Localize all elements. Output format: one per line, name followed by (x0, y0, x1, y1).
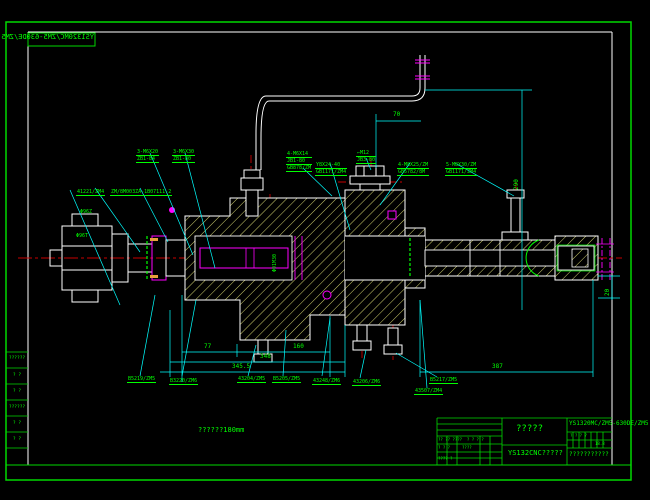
callout-part-left-1: 41221/ZM4 (76, 189, 106, 196)
bores (194, 235, 595, 281)
part-label: 43507/ZM4 (414, 388, 444, 395)
title-row-3: ???? (462, 445, 472, 450)
title-model-number: YS1320MC/ZM5-630DE/ZM5 (569, 420, 649, 427)
dim-70: 70 (393, 111, 401, 118)
title-drawing-code: YS132CNC????? (508, 449, 563, 457)
drawing-note: ??????180mm (198, 426, 245, 434)
shaft-end-details (525, 238, 614, 280)
revision-row: ? ? (12, 437, 22, 442)
title-row-2: ? ? ? (438, 445, 451, 450)
dia-label-mid: Φ96T (76, 233, 89, 239)
part-label: B5205/ZM5 (272, 376, 302, 383)
dim-20: 20 (604, 288, 611, 296)
revision-row: ?????? (8, 356, 26, 361)
part-label: 43204/ZM5 (237, 376, 267, 383)
dia-label-top: Φ96Z (80, 209, 93, 215)
title-company: ??????????? (569, 451, 609, 458)
oil-pipe (255, 55, 430, 170)
revision-table-grid (6, 351, 28, 449)
revision-row: ? ? (12, 389, 22, 394)
dim-348: 348 (260, 353, 271, 360)
title-part-name: ????? (516, 424, 544, 434)
revision-row: ?????? (8, 405, 26, 410)
bore-label: Φ91M30 (272, 253, 278, 272)
title-scale: 18.8 (595, 441, 605, 446)
title-block-grid (436, 417, 612, 465)
revision-row: ? ? (12, 373, 22, 378)
revision-row: ? ? (12, 421, 22, 426)
dim-160: 160 (293, 343, 304, 350)
leader-lines (69, 152, 515, 389)
sheet-border (5, 21, 632, 481)
part-label: B5219/ZM5 (127, 376, 157, 383)
part-label: 43248/ZM6 (312, 378, 342, 385)
dim-77: 77 (204, 343, 212, 350)
coupling-parts (127, 207, 411, 281)
dim-345-5: 345.5 (232, 363, 251, 370)
mirrored-sheet-label: YS1320MC/ZM5-630DE/ZM5 (1, 33, 94, 41)
part-label: B5217/ZM5 (429, 377, 459, 384)
title-row-1: ?? ?? ???? ? ? ? ? (438, 437, 484, 442)
part-label: B3220/ZM6 (169, 378, 199, 385)
title-cells: ? ? ? ? (570, 433, 587, 438)
dim-290: 290 (513, 179, 520, 190)
fasteners (240, 165, 529, 363)
title-row-4: ???? ? (438, 456, 453, 461)
dim-387: 387 (492, 363, 503, 370)
dimension-lines (160, 89, 620, 382)
part-label: 43206/ZM6 (352, 379, 382, 386)
callout-part-left-2: ZM/8M003ZA-1B07111-2 (110, 189, 173, 196)
